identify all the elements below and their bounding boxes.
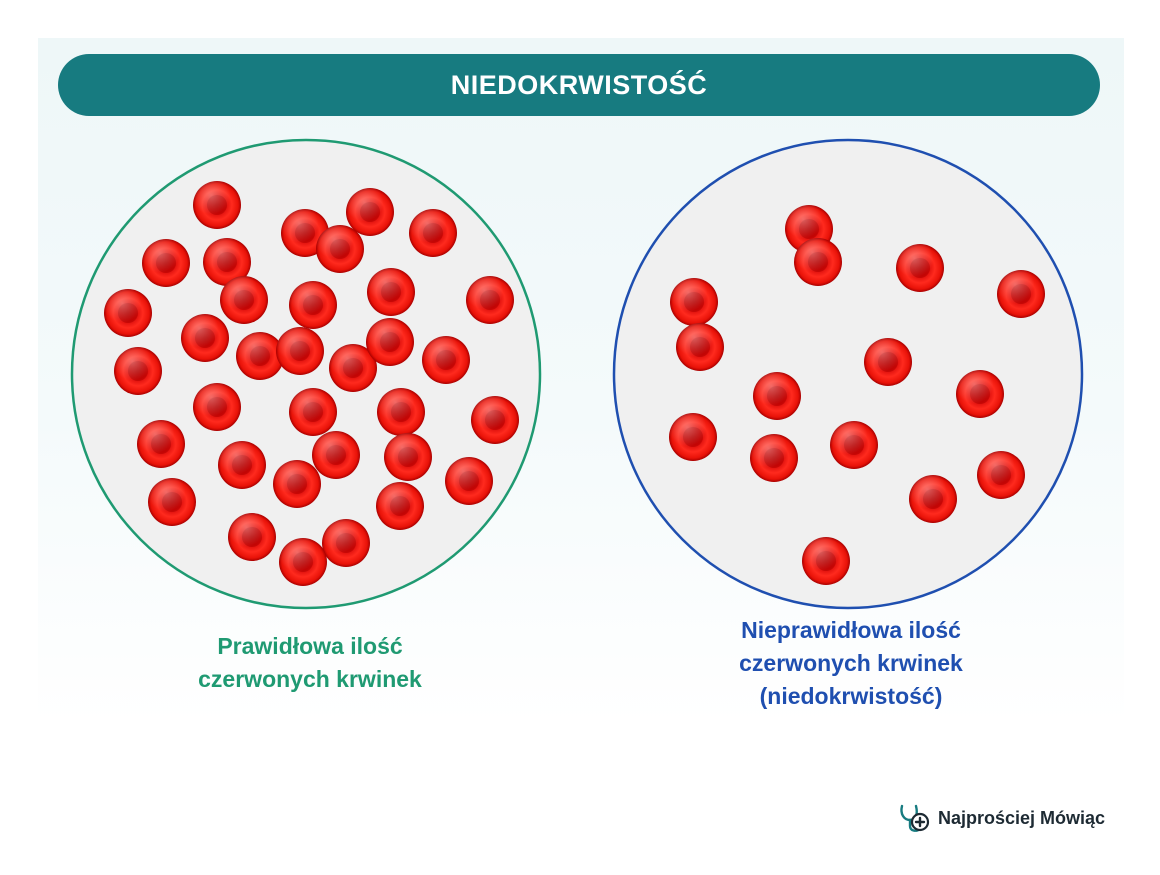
normal-red-blood-cell [409, 209, 457, 257]
anemia-red-blood-cell [676, 323, 724, 371]
normal-caption-line-1: Prawidłowa ilość [217, 633, 403, 659]
normal-red-blood-cell [236, 332, 284, 380]
normal-red-blood-cell [471, 396, 519, 444]
anemia-red-blood-cell [830, 421, 878, 469]
normal-red-blood-cell [289, 281, 337, 329]
normal-red-blood-cell [193, 181, 241, 229]
normal-red-blood-cell [384, 433, 432, 481]
anemia-caption: Nieprawidłowa ilość czerwonych krwinek (… [676, 614, 1026, 713]
brand-name: Najprościej Mówiąc [938, 807, 1106, 828]
normal-red-blood-cell [142, 239, 190, 287]
normal-red-blood-cell [346, 188, 394, 236]
page-title: NIEDOKRWISTOŚĆ [450, 69, 708, 100]
title-bar: NIEDOKRWISTOŚĆ [58, 54, 1100, 116]
brand-logo: Najprościej Mówiąc [896, 800, 1105, 836]
anemia-red-blood-cell [977, 451, 1025, 499]
normal-red-blood-cell [273, 460, 321, 508]
anemia-red-blood-cell [750, 434, 798, 482]
anemia-blood-circle [612, 138, 1084, 610]
normal-red-blood-cell [193, 383, 241, 431]
normal-red-blood-cell [322, 519, 370, 567]
anemia-caption-line-3: (niedokrwistość) [759, 683, 943, 709]
normal-red-blood-cell [289, 388, 337, 436]
anemia-caption-line-2: czerwonych krwinek [739, 650, 963, 676]
normal-red-blood-cell [279, 538, 327, 586]
normal-red-blood-cell [114, 347, 162, 395]
anemia-red-blood-cell [956, 370, 1004, 418]
normal-red-blood-cell [329, 344, 377, 392]
normal-red-blood-cell [466, 276, 514, 324]
anemia-red-blood-cell [864, 338, 912, 386]
anemia-red-blood-cell [794, 238, 842, 286]
normal-red-blood-cell [377, 388, 425, 436]
anemia-red-blood-cell [670, 278, 718, 326]
normal-red-blood-cell [445, 457, 493, 505]
normal-red-blood-cell [422, 336, 470, 384]
normal-red-blood-cell [367, 268, 415, 316]
normal-red-blood-cell [312, 431, 360, 479]
normal-caption-line-2: czerwonych krwinek [198, 666, 422, 692]
normal-red-blood-cell [366, 318, 414, 366]
normal-caption: Prawidłowa ilość czerwonych krwinek [140, 630, 480, 696]
normal-red-blood-cell [104, 289, 152, 337]
normal-red-blood-cell [218, 441, 266, 489]
normal-red-blood-cell [276, 327, 324, 375]
anemia-cell-group [669, 205, 1045, 585]
normal-red-blood-cell [148, 478, 196, 526]
normal-red-blood-cell [376, 482, 424, 530]
normal-red-blood-cell [228, 513, 276, 561]
anemia-red-blood-cell [669, 413, 717, 461]
anemia-red-blood-cell [896, 244, 944, 292]
stethoscope-plus-icon [900, 804, 930, 832]
normal-red-blood-cell [203, 238, 251, 286]
normal-red-blood-cell [137, 420, 185, 468]
anemia-red-blood-cell [909, 475, 957, 523]
anemia-caption-line-1: Nieprawidłowa ilość [741, 617, 961, 643]
anemia-red-blood-cell [802, 537, 850, 585]
normal-red-blood-cell [316, 225, 364, 273]
anemia-red-blood-cell [753, 372, 801, 420]
normal-cell-group [104, 181, 519, 586]
normal-red-blood-cell [181, 314, 229, 362]
normal-red-blood-cell [220, 276, 268, 324]
anemia-red-blood-cell [997, 270, 1045, 318]
